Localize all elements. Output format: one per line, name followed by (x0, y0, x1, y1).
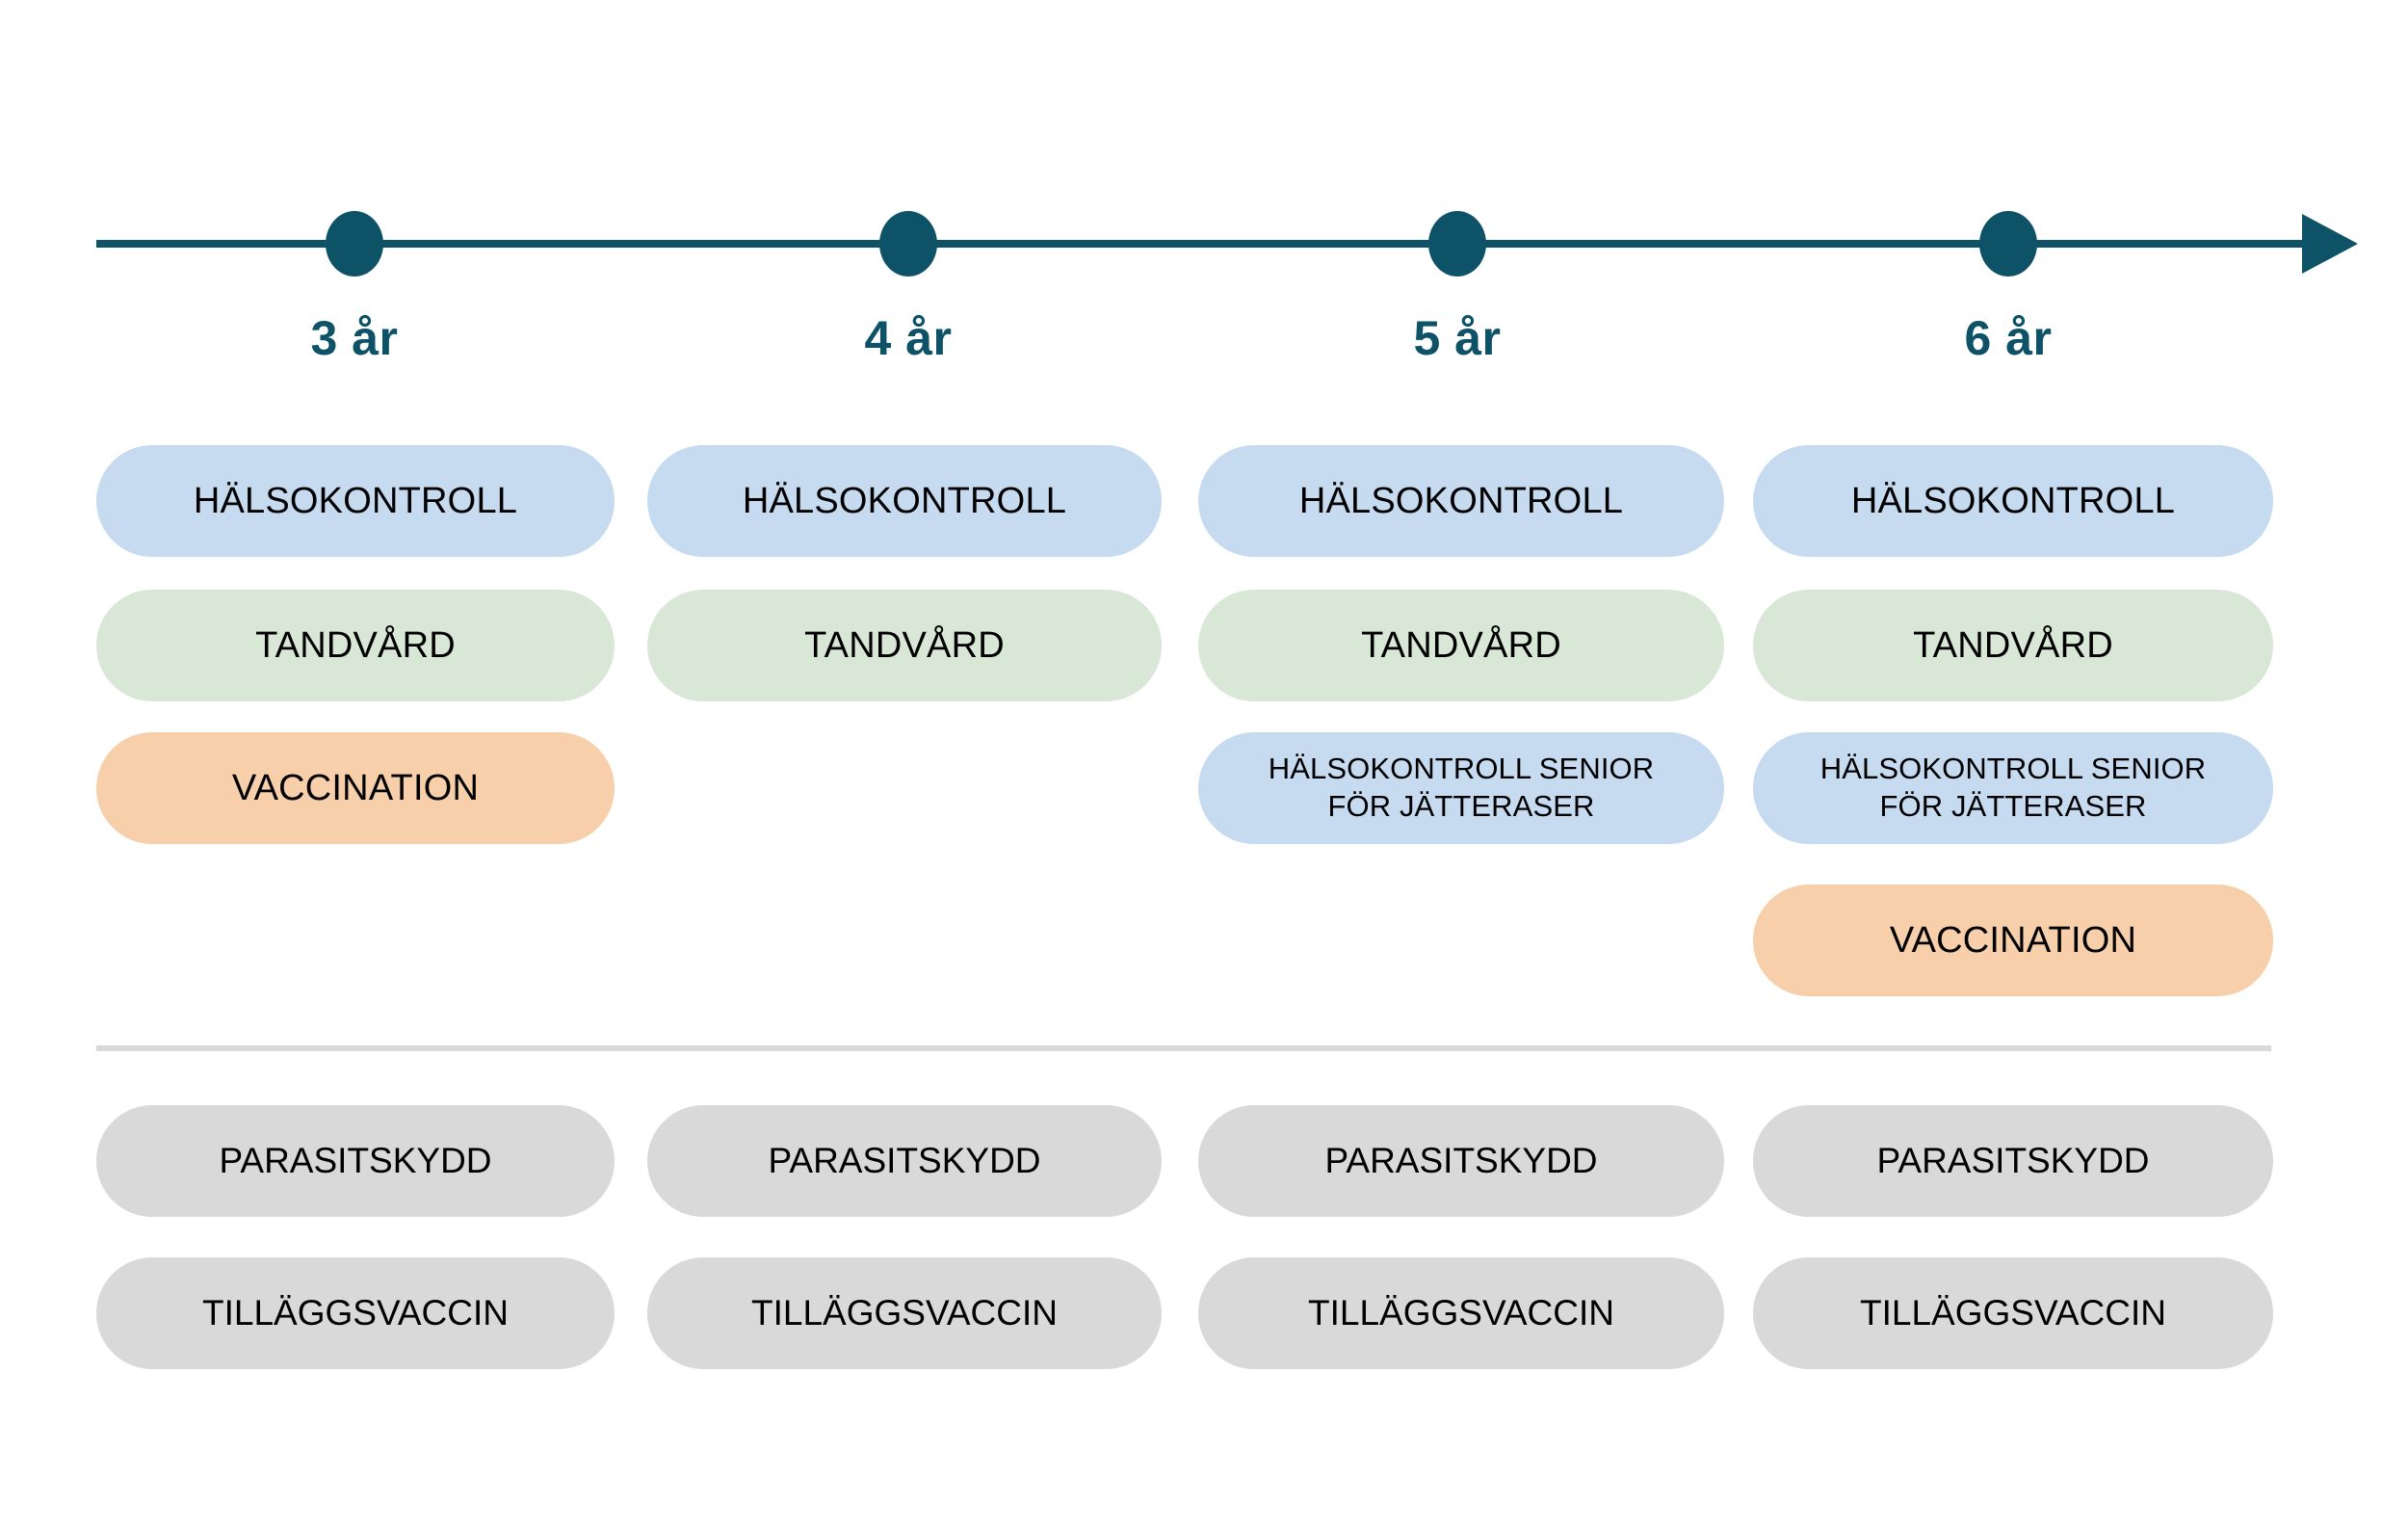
pill-label-line: HÄLSOKONTROLL SENIOR (1819, 752, 2207, 786)
pill-label: TILLÄGGSVACCIN (750, 1293, 1058, 1333)
pill-label: PARASITSKYDD (1324, 1141, 1598, 1181)
pill-parasitskydd[interactable]: PARASITSKYDD (1753, 1105, 2273, 1217)
pill-label: VACCINATION (231, 767, 480, 808)
year-label-3: 5 år (1413, 311, 1502, 365)
pill-h-lsokontroll[interactable]: HÄLSOKONTROLL (647, 445, 1162, 557)
pill-vaccination[interactable]: VACCINATION (1753, 884, 2273, 996)
pill-label: PARASITSKYDD (1876, 1141, 2150, 1181)
pill-label-line: HÄLSOKONTROLL SENIOR (1268, 752, 1655, 786)
pill-till-ggsvaccin[interactable]: TILLÄGGSVACCIN (1753, 1257, 2273, 1369)
pill-vaccination[interactable]: VACCINATION (96, 732, 615, 844)
pill-tandv-rd[interactable]: TANDVÅRD (96, 590, 615, 701)
pill-label: TANDVÅRD (804, 624, 1005, 666)
pill-tandv-rd[interactable]: TANDVÅRD (1753, 590, 2273, 701)
pill-parasitskydd[interactable]: PARASITSKYDD (96, 1105, 615, 1217)
timeline-axis (96, 211, 2358, 277)
pill-label: HÄLSOKONTROLL (742, 480, 1067, 521)
pill-label: TILLÄGGSVACCIN (201, 1293, 509, 1333)
pill-label: TANDVÅRD (255, 624, 456, 666)
pill-tandv-rd[interactable]: TANDVÅRD (1198, 590, 1724, 701)
pill-label: HÄLSOKONTROLL (1850, 480, 2176, 521)
year-label-4: 6 år (1964, 311, 2053, 365)
pill-label: HÄLSOKONTROLL (1298, 480, 1624, 521)
pill-label: TILLÄGGSVACCIN (1859, 1293, 2166, 1333)
arrow-right-icon (2302, 214, 2358, 274)
pill-label: TANDVÅRD (1361, 624, 1561, 666)
pill-till-ggsvaccin[interactable]: TILLÄGGSVACCIN (647, 1257, 1162, 1369)
pill-till-ggsvaccin[interactable]: TILLÄGGSVACCIN (1198, 1257, 1724, 1369)
pill-label-line: FÖR JÄTTERASER (1327, 789, 1595, 823)
year-label-1: 3 år (310, 311, 399, 365)
pill-label: TILLÄGGSVACCIN (1307, 1293, 1614, 1333)
pill-label-line: FÖR JÄTTERASER (1879, 789, 2147, 823)
timeline-marker-dot[interactable] (879, 211, 937, 277)
pill-h-lsokontroll[interactable]: HÄLSOKONTROLL (1198, 445, 1724, 557)
pill-label: PARASITSKYDD (768, 1141, 1041, 1181)
pill-h-lsokontroll[interactable]: HÄLSOKONTROLL (1753, 445, 2273, 557)
section-divider (96, 1045, 2271, 1051)
timeline-markers (326, 211, 2037, 277)
pill-h-lsokontroll[interactable]: HÄLSOKONTROLL (96, 445, 615, 557)
timeline-marker-dot[interactable] (326, 211, 383, 277)
pill-label: VACCINATION (1889, 919, 2137, 961)
timeline-marker-dot[interactable] (1428, 211, 1486, 277)
pill-label: PARASITSKYDD (219, 1141, 492, 1181)
pill-tandv-rd[interactable]: TANDVÅRD (647, 590, 1162, 701)
pill-parasitskydd[interactable]: PARASITSKYDD (1198, 1105, 1724, 1217)
pill-parasitskydd[interactable]: PARASITSKYDD (647, 1105, 1162, 1217)
pill-till-ggsvaccin[interactable]: TILLÄGGSVACCIN (96, 1257, 615, 1369)
timeline-marker-dot[interactable] (1979, 211, 2037, 277)
year-label-2: 4 år (864, 311, 953, 365)
pill-label: TANDVÅRD (1913, 624, 2113, 666)
pill-label: HÄLSOKONTROLL (193, 480, 518, 521)
